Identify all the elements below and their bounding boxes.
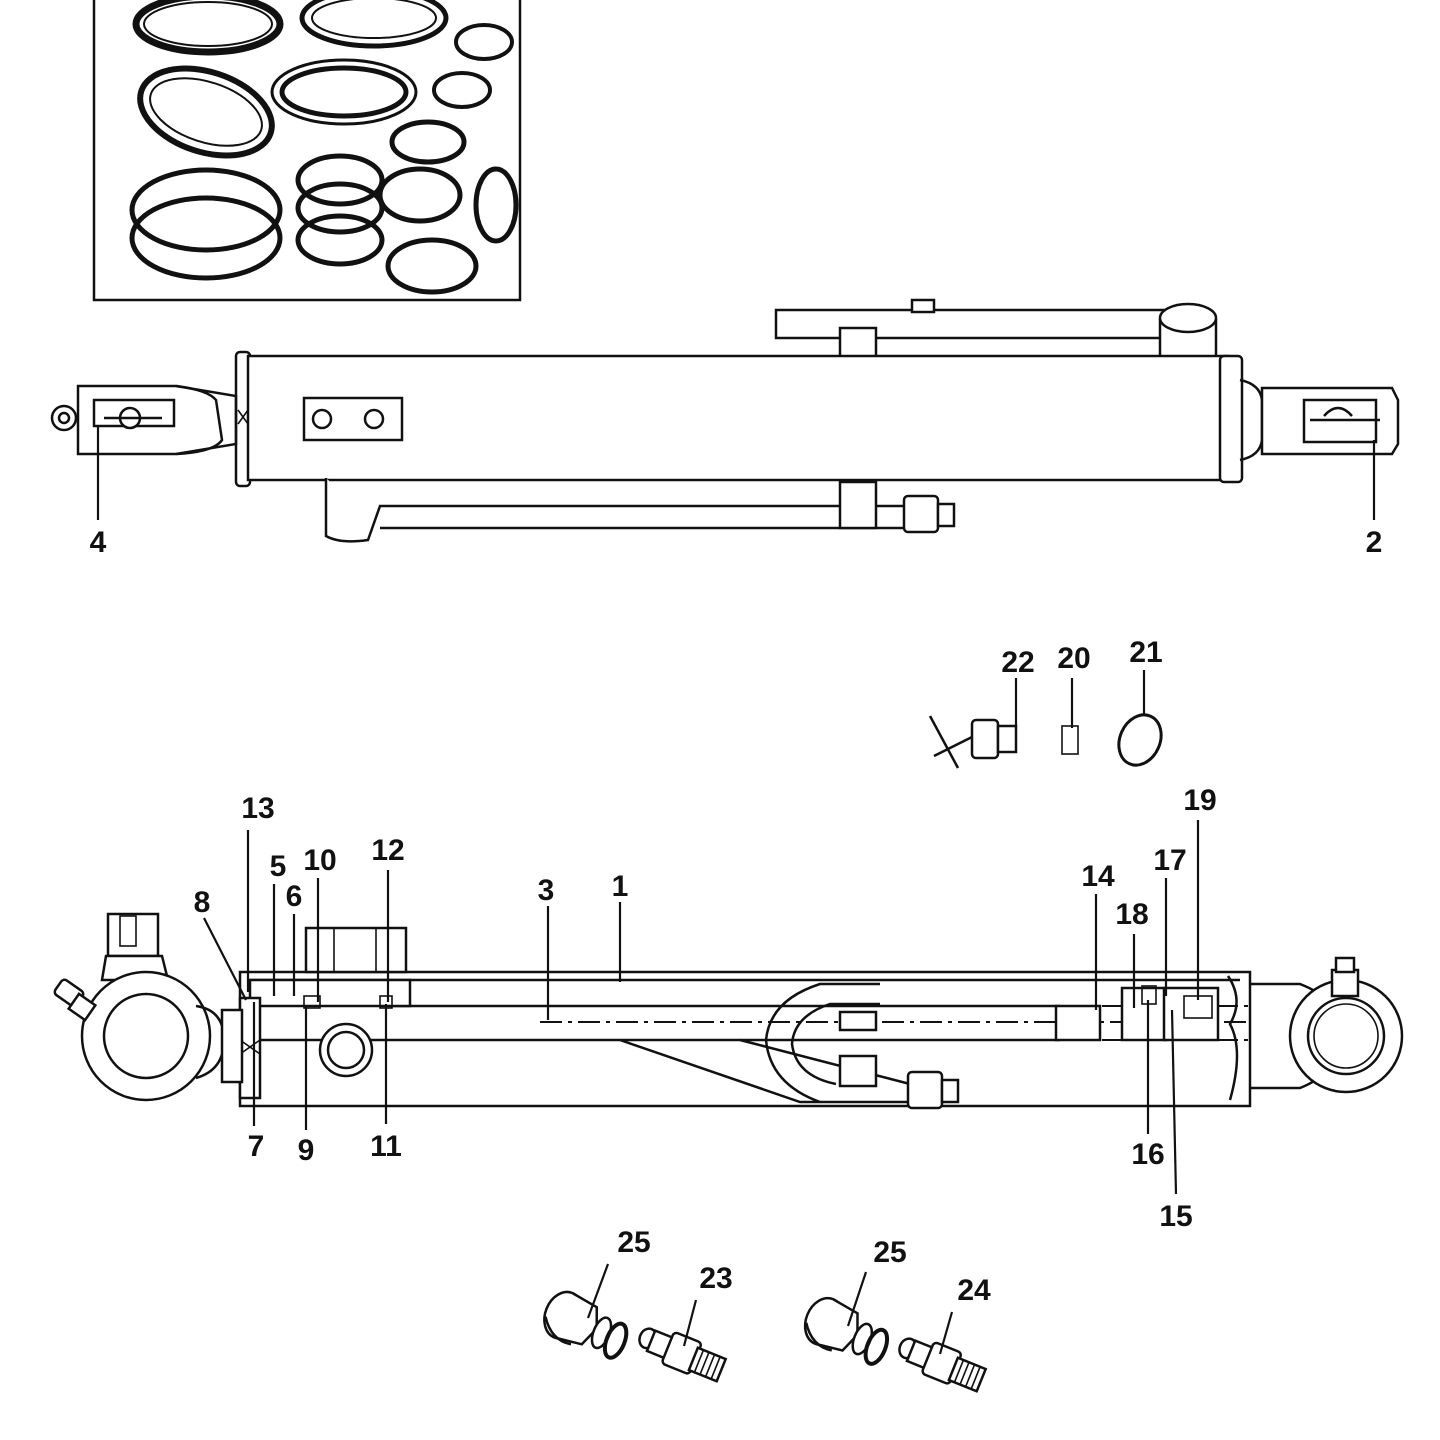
callout-22: 22 <box>1001 646 1034 679</box>
callout-7: 7 <box>248 1130 265 1163</box>
gland <box>248 978 412 1008</box>
callout-12: 12 <box>371 834 404 867</box>
callout-8: 8 <box>194 886 211 919</box>
callout-25-left: 25 <box>617 1226 650 1259</box>
o-ring <box>377 166 463 224</box>
hydraulic-tube-lower <box>324 478 912 543</box>
callout-16: 16 <box>1131 1138 1164 1171</box>
o-ring-part-21 <box>1117 713 1163 767</box>
callout-2: 2 <box>1366 526 1383 559</box>
callout-19: 19 <box>1183 784 1216 817</box>
callout-15: 15 <box>1159 1200 1192 1233</box>
cylinder-barrel <box>246 354 1230 482</box>
callout-18: 18 <box>1115 898 1148 931</box>
callout-1: 1 <box>612 870 629 903</box>
tube-fitting-part-22 <box>928 715 1018 769</box>
pin-part-20 <box>1061 725 1079 755</box>
o-ring <box>432 71 492 109</box>
piston-seal-rings <box>129 167 283 281</box>
sensor-part-23 <box>638 1327 728 1383</box>
seal-kit-inset <box>92 0 522 302</box>
callout-4: 4 <box>90 526 107 559</box>
callout-5: 5 <box>270 850 287 883</box>
o-ring <box>389 119 467 165</box>
cylinder-assembly-section-view <box>53 912 1404 1110</box>
sensor-part-24 <box>898 1337 988 1393</box>
callout-14: 14 <box>1081 860 1115 893</box>
grease-nipple-left <box>50 404 78 432</box>
o-ring <box>385 237 479 295</box>
callout-17: 17 <box>1153 844 1186 877</box>
callout-24: 24 <box>957 1274 991 1307</box>
callout-20: 20 <box>1057 642 1090 675</box>
rod-eye-left <box>80 912 244 1102</box>
callout-3: 3 <box>538 874 555 907</box>
seal-ring <box>270 58 418 126</box>
callout-21: 21 <box>1129 636 1162 669</box>
o-ring <box>295 213 385 267</box>
seal-ring <box>132 0 284 56</box>
tube-nut-section <box>906 1070 960 1110</box>
o-ring <box>295 153 385 207</box>
hydraulic-tube-upper <box>774 308 1168 340</box>
o-ring <box>473 166 519 244</box>
grease-nipple-left-section <box>53 978 98 1022</box>
piston <box>1054 1004 1102 1042</box>
callout-25-right: 25 <box>873 1236 906 1269</box>
mounting-plate <box>302 396 404 442</box>
callout-9: 9 <box>298 1134 315 1167</box>
callout-23: 23 <box>699 1262 732 1295</box>
tube-nut-lower <box>902 494 956 534</box>
o-ring <box>454 23 514 61</box>
plug-part-25-left <box>543 1290 629 1360</box>
seal-ring <box>299 0 449 49</box>
callout-10: 10 <box>303 844 336 877</box>
callout-6: 6 <box>286 880 303 913</box>
rod-eye-right <box>1250 956 1404 1094</box>
wiper-seal <box>137 65 275 159</box>
hydraulic-tube-section <box>739 1038 911 1086</box>
callout-13: 13 <box>241 792 274 825</box>
cylinder-assembly-top-view <box>50 298 1400 543</box>
plug-part-25-right <box>803 1296 890 1366</box>
callout-11: 11 <box>370 1130 402 1163</box>
